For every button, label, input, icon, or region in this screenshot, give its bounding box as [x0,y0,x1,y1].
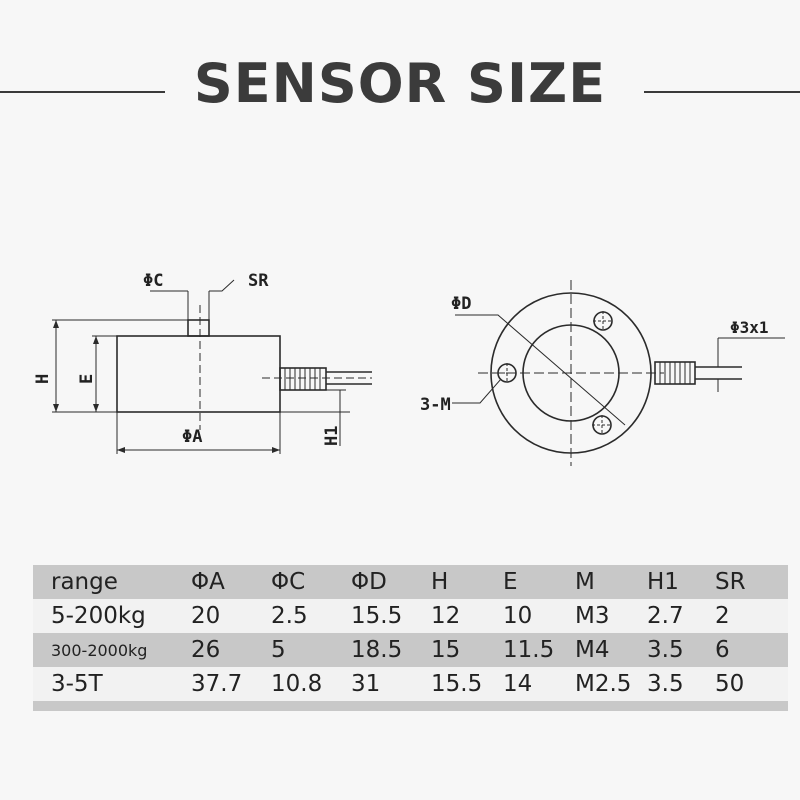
phi-d-leader [455,314,626,426]
header-m: M [575,569,595,595]
cell-phi-c: 10.8 [271,671,323,697]
cell-h: 15 [431,637,461,663]
top-view [452,280,785,466]
sensor-drawing: ΦC SR H E ΦA H1 ΦD 3-M Φ3x1 [33,271,785,466]
cell-h: 15.5 [431,671,483,697]
header-range: range [51,569,118,595]
header-phi-d: ΦD [351,569,387,595]
table-row: 5-200kg 20 2.5 15.5 12 10 M3 2.7 2 [33,599,788,633]
label-phi-a: ΦA [182,427,202,447]
cell-phi-d: 15.5 [351,603,403,629]
cell-phi-a: 26 [191,637,221,663]
thread-fitting [279,367,327,391]
load-button [187,319,210,337]
three-m-leader [452,378,502,404]
header-h1: H1 [647,569,679,595]
label-phi-c: ΦC [143,271,163,291]
header-e: E [503,569,518,595]
label-h: H [33,374,53,384]
label-sr: SR [248,271,269,291]
cell-phi-a: 20 [191,603,221,629]
sr-leader [209,279,235,292]
title-rule-right [644,91,800,93]
cell-phi-c: 5 [271,637,286,663]
label-phi-d: ΦD [451,294,471,314]
page-title: SENSOR SIZE [193,52,607,115]
cell-h: 12 [431,603,461,629]
header-sr: SR [715,569,746,595]
label-h1: H1 [322,426,342,446]
spec-table: range ΦA ΦC ΦD H E M H1 SR 5-200kg 20 2.… [33,565,788,711]
cell-sr: 2 [715,603,730,629]
header-phi-a: ΦA [191,569,225,595]
table-footer-band [33,701,788,711]
title-rule-left [0,91,165,93]
table-row: 300-2000kg 26 5 18.5 15 11.5 M4 3.5 6 [33,633,788,667]
cell-range: 5-200kg [51,603,146,629]
header-h: H [431,569,449,595]
cell-phi-c: 2.5 [271,603,308,629]
label-3m: 3-M [420,395,451,415]
cell-e: 11.5 [503,637,555,663]
cell-sr: 6 [715,637,730,663]
header-phi-c: ΦC [271,569,306,595]
cell-phi-d: 31 [351,671,381,697]
sensor-body [116,335,281,413]
cell-range: 300-2000kg [51,640,148,660]
cell-range: 3-5T [51,671,103,697]
cell-m: M4 [575,637,610,663]
label-cable: Φ3x1 [730,318,769,337]
table-header-row: range ΦA ΦC ΦD H E M H1 SR [33,565,788,599]
cell-phi-d: 18.5 [351,637,403,663]
label-e: E [77,374,97,384]
side-view [52,279,372,454]
table-row: 3-5T 37.7 10.8 31 15.5 14 M2.5 3.5 50 [33,667,788,701]
cell-phi-a: 37.7 [191,671,243,697]
cell-h1: 2.7 [647,603,684,629]
cell-e: 10 [503,603,533,629]
cell-e: 14 [503,671,533,697]
cell-sr: 50 [715,671,745,697]
cell-m: M2.5 [575,671,632,697]
cell-h1: 3.5 [647,671,684,697]
cell-h1: 3.5 [647,637,684,663]
cell-m: M3 [575,603,610,629]
